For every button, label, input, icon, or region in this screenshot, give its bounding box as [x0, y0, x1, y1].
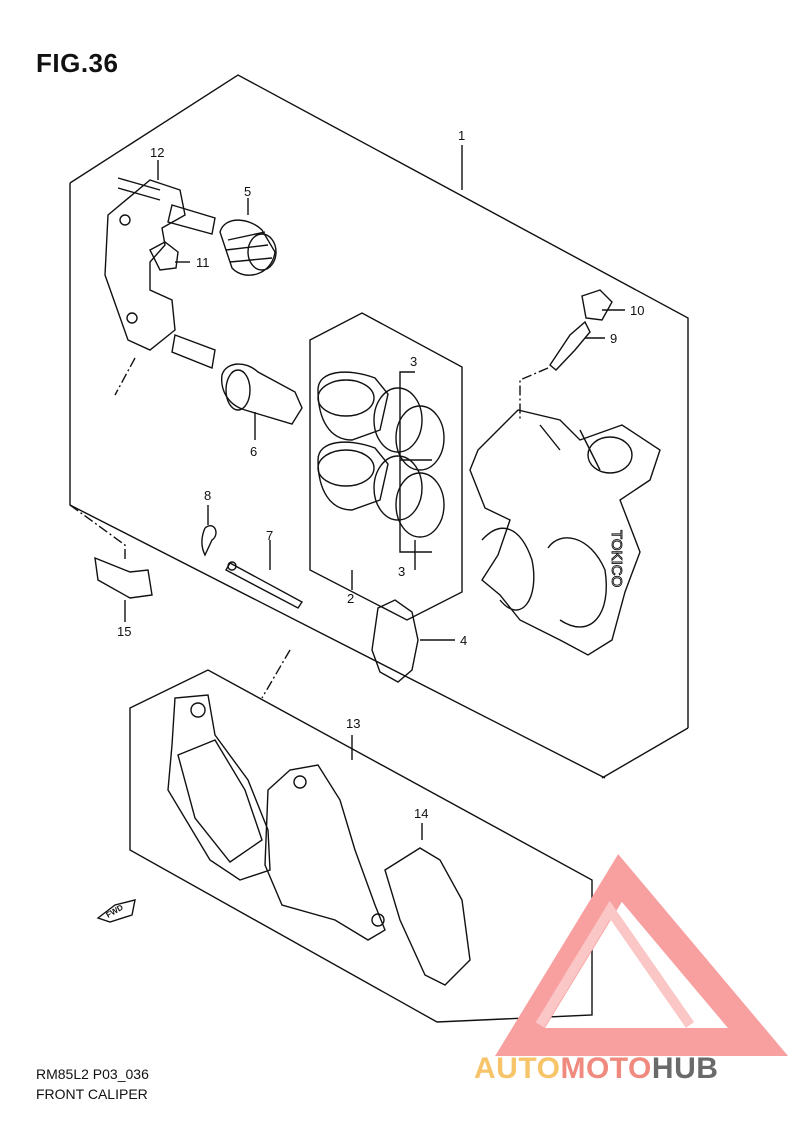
seal-lower-a: [373, 455, 423, 521]
pad-pin-clip: [201, 525, 217, 557]
piston-frame: [309, 312, 463, 621]
bleeder-screw: [549, 320, 591, 371]
slide-pin-upper: [167, 204, 216, 235]
callout-9: 9: [610, 331, 617, 346]
caliper-bracket: [104, 179, 186, 351]
callout-13: 13: [346, 716, 360, 731]
callout-3b: 3: [398, 564, 405, 579]
callout-15: 15: [117, 624, 131, 639]
brake-pad-outer: [167, 694, 271, 881]
bleeder-cap: [581, 289, 613, 321]
slide-pin-6: [221, 363, 303, 425]
pad-shim: [384, 847, 471, 986]
callout-11: 11: [196, 255, 210, 270]
callout-12: 12: [150, 145, 164, 160]
retainer-clip: [149, 241, 179, 271]
callout-14: 14: [414, 806, 428, 821]
callout-2: 2: [347, 591, 354, 606]
callout-8: 8: [204, 488, 211, 503]
assembly-frame-bottom: [601, 727, 689, 779]
watermark-wordmark: AUTOMOTOHUB: [474, 1052, 718, 1086]
fwd-arrow-icon: [96, 899, 136, 923]
seal-upper-a: [373, 387, 423, 453]
piston-upper: [317, 371, 389, 441]
brake-pad-backing: [264, 764, 386, 941]
seal-upper-b: [395, 405, 445, 471]
callout-10: 10: [630, 303, 644, 318]
callout-5: 5: [244, 184, 251, 199]
watermark-logo: [495, 854, 789, 1056]
pad-frame: [129, 669, 593, 1023]
model-code: RM85L2 P03_036: [36, 1066, 149, 1082]
callout-7: 7: [266, 528, 273, 543]
pad-spring: [371, 599, 419, 683]
callout-3a: 3: [410, 354, 417, 369]
slide-pin-lower: [171, 334, 216, 369]
figure-title: FIG.36: [36, 48, 119, 78]
assembly-frame: [69, 74, 689, 728]
caption-name: FRONT CALIPER: [36, 1086, 148, 1102]
watermark-hub: HUB: [651, 1052, 719, 1085]
watermark-auto: AUTO: [474, 1052, 561, 1085]
seal-lower-b: [395, 472, 445, 538]
mounting-bolt: [94, 556, 153, 599]
caliper-body: [469, 409, 661, 656]
piston-lower: [317, 441, 389, 511]
callout-1: 1: [458, 128, 465, 143]
callout-4: 4: [460, 633, 467, 648]
pad-pin: [225, 562, 304, 609]
caliper-brand-text: TOKICO: [608, 530, 625, 587]
callout-6: 6: [250, 444, 257, 459]
watermark-moto: MOTO: [560, 1052, 652, 1085]
pin-boot: [219, 219, 276, 276]
